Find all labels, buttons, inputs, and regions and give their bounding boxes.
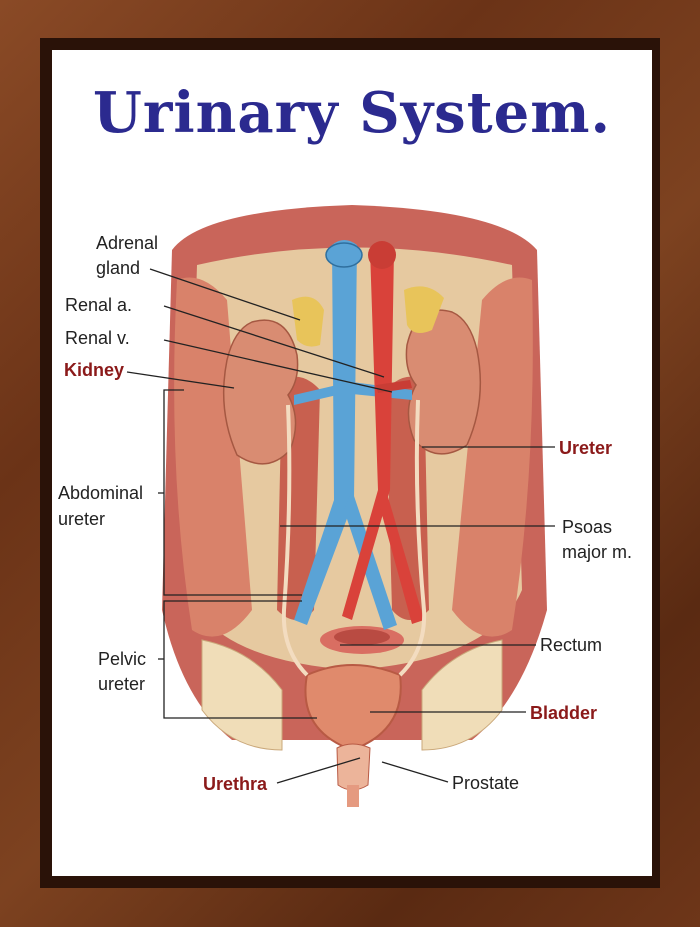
right-muscle (452, 277, 533, 637)
leader-prostate (381, 761, 449, 783)
leader-kidney (126, 371, 235, 389)
label-renal-v: Renal v. (65, 328, 130, 348)
label-pelvic-1: Pelvic (98, 649, 146, 669)
label-urethra: Urethra (203, 774, 268, 794)
prostate-shape (336, 743, 371, 791)
right-ureter (398, 399, 427, 677)
left-pelvic-bone (201, 639, 283, 751)
label-bladder: Bladder (530, 703, 597, 723)
labels: Adrenal gland Renal a. Renal v. Kidney A… (58, 233, 632, 794)
label-abdominal-2: ureter (58, 509, 105, 529)
label-abdominal-1: Abdominal (58, 483, 143, 503)
label-ureter: Ureter (559, 438, 612, 458)
left-kidney (222, 319, 299, 465)
left-adrenal (292, 296, 324, 347)
leader-renal-v (163, 339, 393, 393)
leader-renal-a (163, 305, 385, 378)
right-pelvic-bone (421, 639, 503, 751)
label-pelvic-2: ureter (98, 674, 145, 694)
leader-lines (126, 268, 555, 784)
label-kidney: Kidney (64, 360, 124, 380)
aorta (342, 246, 394, 620)
label-psoas-1: Psoas (562, 517, 612, 537)
label-adrenal-1: Adrenal (96, 233, 158, 253)
right-kidney (405, 309, 482, 455)
urinary-system-diagram: Adrenal gland Renal a. Renal v. Kidney A… (58, 205, 632, 807)
left-ureter (281, 404, 309, 677)
bladder-shape (304, 664, 402, 752)
anatomy-illustration (162, 205, 547, 807)
leader-adrenal (149, 268, 301, 321)
poster: Urinary System. (52, 50, 652, 876)
left-renal-vein (294, 385, 337, 405)
label-prostate: Prostate (452, 773, 519, 793)
label-renal-a: Renal a. (65, 295, 132, 315)
label-adrenal-2: gland (96, 258, 140, 278)
left-muscle (174, 277, 252, 637)
vena-cava (294, 240, 357, 625)
page-title: Urinary System. (93, 80, 611, 146)
leader-urethra (276, 757, 361, 784)
urethra-shape (347, 785, 359, 807)
right-adrenal (404, 286, 444, 334)
label-rectum: Rectum (540, 635, 602, 655)
label-psoas-2: major m. (562, 542, 632, 562)
